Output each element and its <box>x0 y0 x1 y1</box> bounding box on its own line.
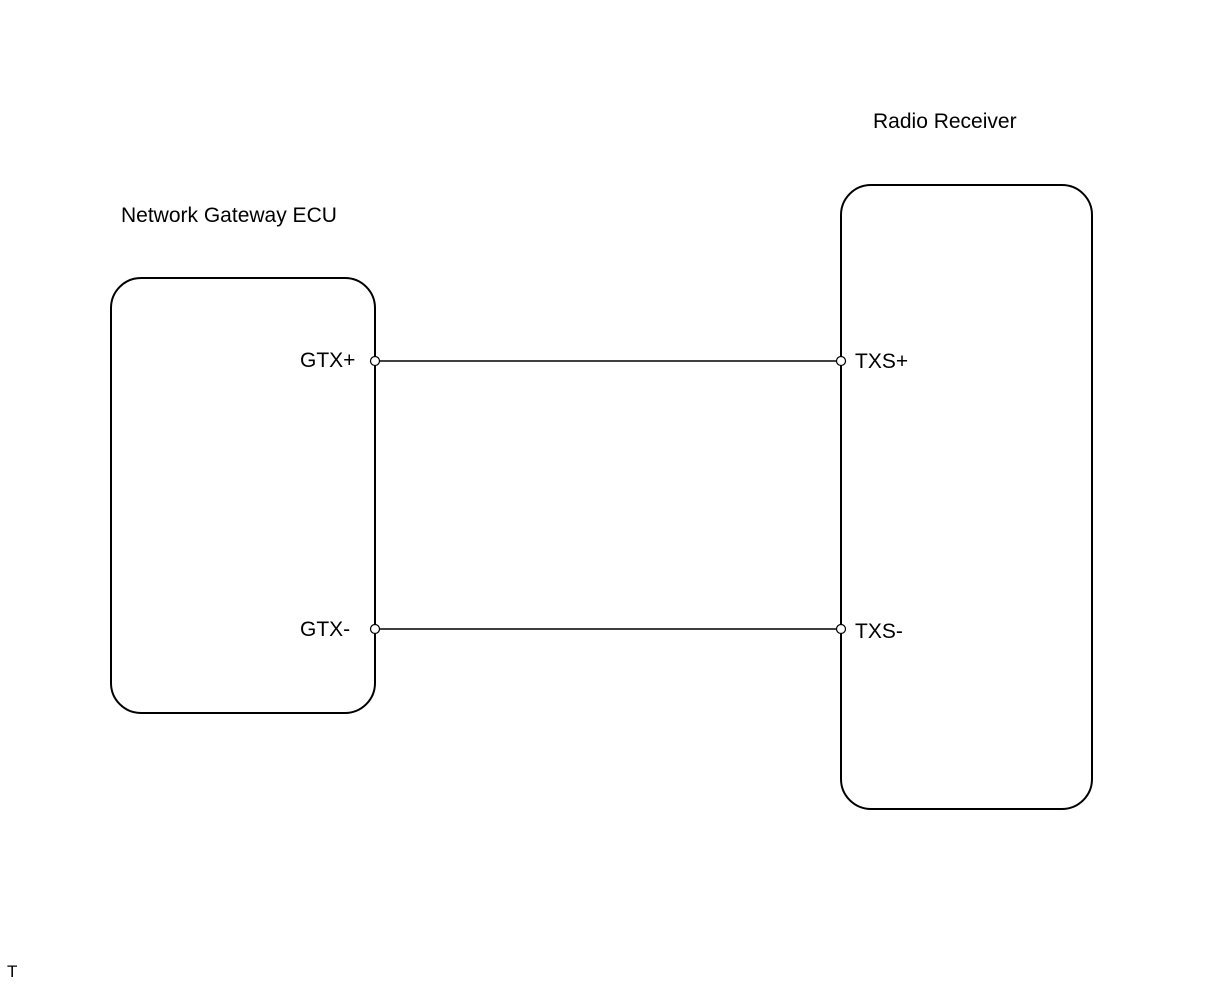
terminal-gtx-plus <box>369 355 381 367</box>
corner-mark: T <box>7 962 18 981</box>
gateway-pin-label-gtx-minus: GTX- <box>300 618 350 641</box>
gateway-ecu-title: Network Gateway ECU <box>121 204 337 227</box>
terminal-txs-minus <box>835 623 847 635</box>
radio-receiver-box <box>840 184 1093 810</box>
radio-receiver: Radio Receiver TXS+ TXS- <box>840 110 1093 810</box>
terminal-txs-plus <box>835 355 847 367</box>
receiver-pin-label-txs-minus: TXS- <box>855 620 903 643</box>
receiver-pin-label-txs-plus: TXS+ <box>855 350 908 373</box>
radio-receiver-title: Radio Receiver <box>873 110 1017 133</box>
terminal-gtx-minus <box>369 623 381 635</box>
gateway-ecu-box <box>110 277 376 714</box>
gateway-pin-label-gtx-plus: GTX+ <box>300 349 355 372</box>
gateway-ecu: Network Gateway ECU GTX+ GTX- <box>110 204 376 714</box>
